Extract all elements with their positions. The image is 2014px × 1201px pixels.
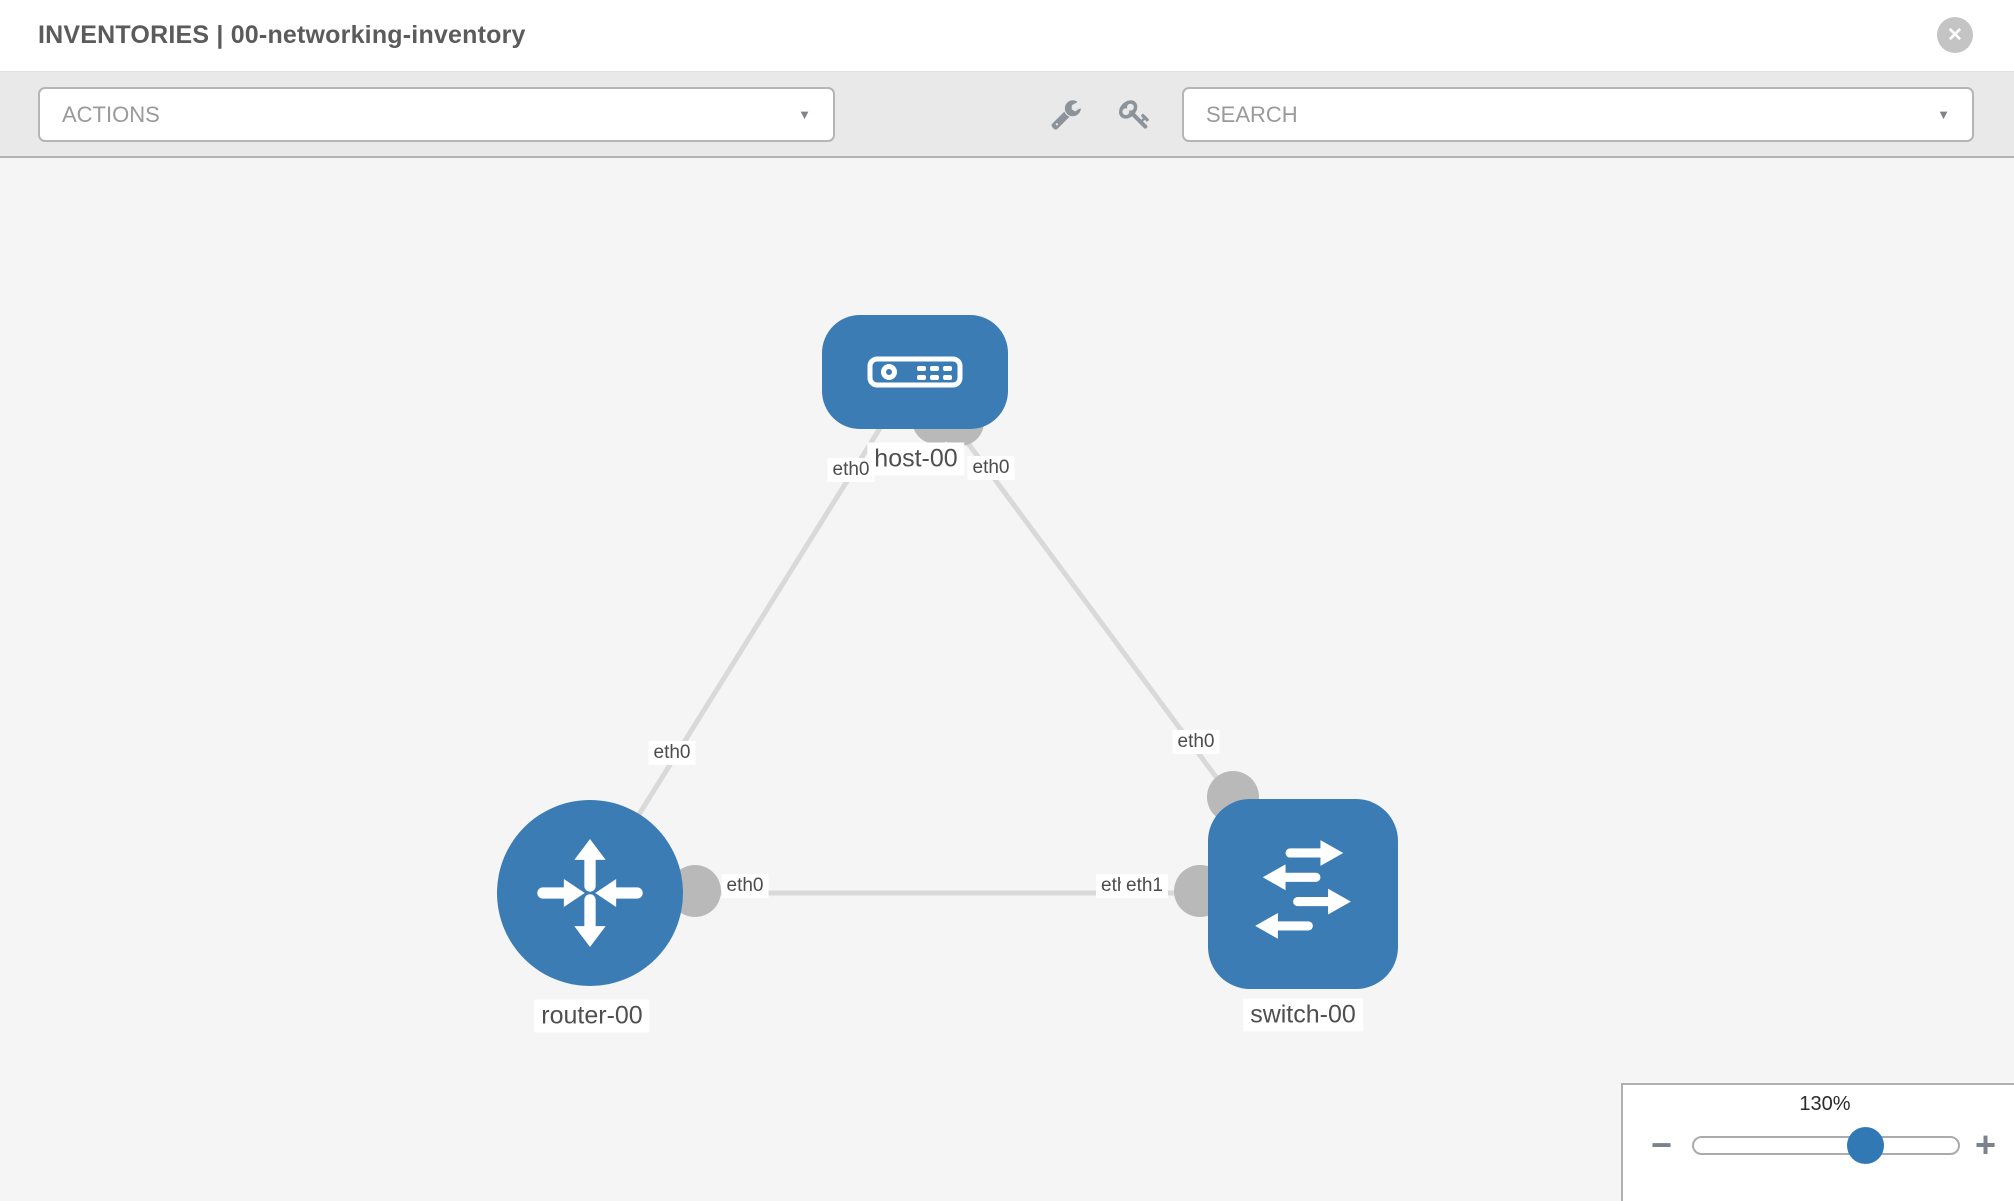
- zoom-in-button[interactable]: +: [1975, 1124, 1997, 1165]
- header: INVENTORIES | 00-networking-inventory ✕: [0, 0, 2014, 72]
- toolbar: ACTIONS ▼ SEARCH ▼: [0, 72, 2014, 158]
- switch-icon: [1255, 840, 1351, 939]
- iface-label-host-right: eth0: [967, 456, 1015, 480]
- iface-label-host-router-link: eth0: [648, 741, 696, 765]
- topology-links: [587, 370, 1306, 917]
- chevron-down-icon: ▼: [798, 107, 811, 122]
- zoom-slider[interactable]: [1692, 1136, 1960, 1155]
- iface-label-host-left: eth0: [827, 458, 875, 482]
- iface-label-host-switch-link: eth0: [1172, 730, 1220, 754]
- chevron-down-icon: ▼: [1937, 107, 1950, 122]
- node-router-00[interactable]: [497, 800, 683, 986]
- node-host-00[interactable]: [822, 315, 1008, 429]
- wrench-icon: [1051, 100, 1081, 130]
- search-dropdown-label: SEARCH: [1206, 101, 1298, 127]
- router-icon: [537, 838, 643, 948]
- node-label-router-00: router-00: [534, 999, 650, 1033]
- configure-button[interactable]: [1048, 96, 1084, 132]
- iface-label-router-switch-switch-end-over: eth1: [1121, 874, 1168, 898]
- zoom-value: 130%: [1799, 1093, 1851, 1115]
- iface-label-router-switch-router-end: eth0: [721, 874, 769, 898]
- node-switch-00[interactable]: [1208, 799, 1398, 989]
- credentials-button[interactable]: [1117, 96, 1153, 132]
- close-icon: ✕: [1947, 24, 1963, 46]
- topology-canvas[interactable]: host-00 router-00 switch-00 eth0 eth0 et…: [0, 158, 2014, 1201]
- close-button[interactable]: ✕: [1937, 17, 1973, 53]
- actions-dropdown[interactable]: ACTIONS ▼: [38, 87, 835, 142]
- node-label-switch-00: switch-00: [1243, 998, 1363, 1032]
- zoom-panel: 130% − +: [1621, 1083, 2014, 1201]
- node-label-host-00: host-00: [867, 442, 965, 476]
- zoom-slider-thumb[interactable]: [1847, 1127, 1884, 1164]
- host-icon: [867, 356, 963, 388]
- zoom-out-button[interactable]: −: [1651, 1124, 1673, 1165]
- actions-dropdown-label: ACTIONS: [62, 101, 160, 127]
- search-dropdown[interactable]: SEARCH ▼: [1182, 87, 1974, 142]
- page-title: INVENTORIES | 00-networking-inventory: [38, 21, 526, 49]
- key-icon: [1119, 100, 1150, 129]
